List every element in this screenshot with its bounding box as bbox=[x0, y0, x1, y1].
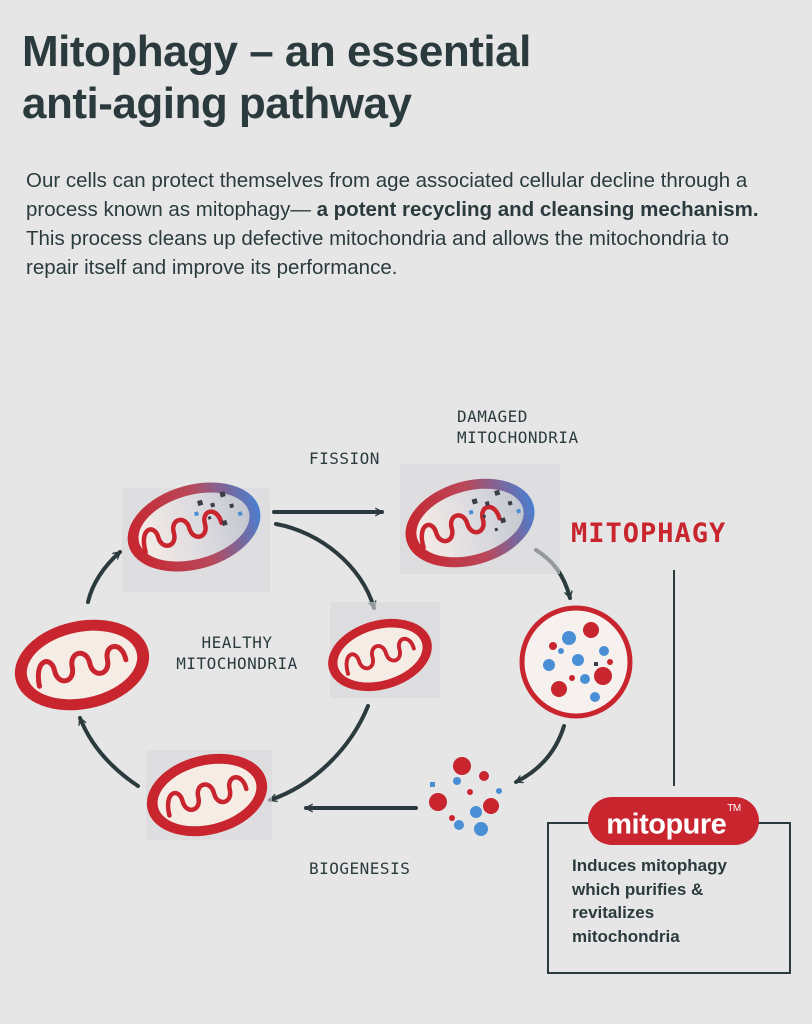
arrow-to-top bbox=[86, 550, 122, 604]
damaged-mitochondrion bbox=[405, 478, 535, 568]
arrow-to-left bbox=[78, 716, 140, 788]
mitophagy-label: MITOPHAGY bbox=[571, 518, 727, 549]
damaged-label-line-2: MITOCHONDRIA bbox=[457, 428, 579, 447]
mitopure-logo-badge: mitopureTM bbox=[588, 797, 759, 845]
title-line-2: anti-aging pathway bbox=[22, 79, 412, 128]
healthy-label-line-2: MITOCHONDRIA bbox=[176, 654, 298, 673]
healthy-mitochondria-label: HEALTHY MITOCHONDRIA bbox=[158, 632, 316, 674]
recycled-particles bbox=[429, 757, 502, 836]
mitopure-description: Induces mitophagy which purifies & revit… bbox=[572, 854, 782, 948]
connector-line bbox=[673, 570, 675, 786]
cycle-arrows bbox=[78, 507, 573, 813]
mitopure-desc-line-4: mitochondria bbox=[572, 926, 680, 946]
intro-text-end: This process cleans up defective mitocho… bbox=[26, 227, 730, 279]
healthy-label-line-1: HEALTHY bbox=[201, 633, 273, 652]
mitopure-desc-line-3: revitalizes bbox=[572, 903, 655, 922]
title-line-1: Mitophagy – an essential bbox=[22, 27, 531, 76]
arrow-right-to-bottom bbox=[268, 704, 370, 803]
page-title: Mitophagy – an essential anti-aging path… bbox=[22, 26, 792, 130]
healthy-mitochondrion-right bbox=[328, 618, 432, 692]
aging-mitochondrion-top bbox=[127, 482, 261, 572]
arrow-to-right-small bbox=[274, 522, 377, 610]
mitopure-brand-text: mitopure bbox=[606, 808, 727, 841]
mitopure-desc-line-2: which purifies & bbox=[572, 879, 704, 899]
intro-text-start: Our cells can protect themselves from ag… bbox=[26, 169, 748, 221]
intro-paragraph: Our cells can protect themselves from ag… bbox=[26, 166, 766, 282]
damaged-mitochondria-label: DAMAGED MITOCHONDRIA bbox=[457, 406, 579, 448]
mitopure-desc-line-1: Induces mitophagy bbox=[572, 856, 727, 875]
damaged-label-line-1: DAMAGED bbox=[457, 407, 528, 426]
fission-label: FISSION bbox=[309, 449, 380, 468]
trademark-mark: TM bbox=[727, 803, 741, 814]
arrow-lysosome-to-particles bbox=[514, 724, 566, 784]
biogenesis-label: BIOGENESIS bbox=[309, 859, 411, 878]
intro-text-bold: a potent recycling and cleansing mechani… bbox=[316, 198, 759, 221]
healthy-mitochondrion-bottom bbox=[146, 753, 268, 837]
autophagosome bbox=[519, 605, 633, 719]
healthy-mitochondrion-left bbox=[14, 619, 150, 711]
